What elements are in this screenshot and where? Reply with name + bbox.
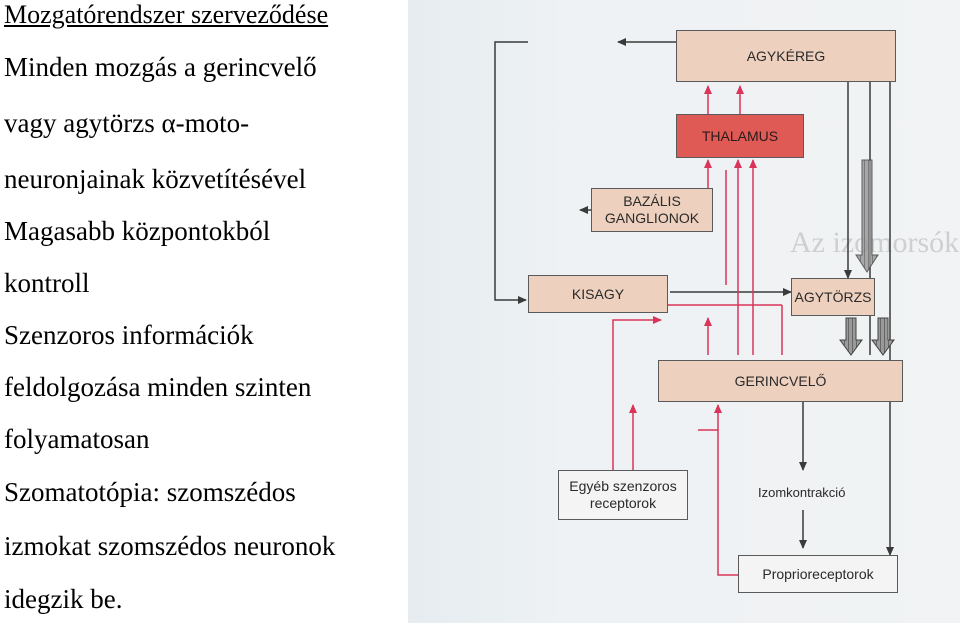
bullet-line-2: vagy agytörzs α-moto- bbox=[4, 108, 250, 138]
bullet-line-5: kontroll bbox=[4, 268, 90, 298]
background-heading: Az izomorsók receptorai bbox=[790, 226, 960, 259]
bullet-line-10: izmokat szomszédos neuronok bbox=[4, 531, 336, 561]
bullet-line-1: Minden mozgás a gerincvelő bbox=[4, 52, 317, 82]
egyeb-line-2: receptorok bbox=[589, 495, 657, 511]
diagram-arrows bbox=[494, 38, 895, 576]
motor-system-diagram: Az izomorsók receptorai bbox=[408, 0, 960, 623]
slide-text: Mozgatórendszer szerveződése Minden mozg… bbox=[0, 0, 405, 623]
bazalis-line-1: BAZÁLIS bbox=[623, 193, 681, 209]
sensory-pathways bbox=[612, 85, 783, 576]
bullet-line-4: Magasabb központokból bbox=[4, 216, 271, 246]
node-izomkontrakcio: Izomkontrakció bbox=[758, 485, 846, 500]
node-gerincvelo: GERINCVELŐ bbox=[658, 360, 903, 402]
bullet-line-6: Szenzoros információk bbox=[4, 320, 254, 350]
motor-pathways bbox=[494, 38, 894, 556]
egyeb-line-1: Egyéb szenzoros bbox=[569, 478, 677, 494]
node-agykereg: AGYKÉREG bbox=[676, 30, 896, 82]
node-egyeb-szenzoros-receptorok: Egyéb szenzoros receptorok bbox=[558, 470, 688, 520]
node-kisagy: KISAGY bbox=[528, 275, 668, 313]
bazalis-line-2: GANGLIONOK bbox=[604, 210, 700, 226]
thick-motor-arrows bbox=[839, 159, 895, 356]
node-proprioreceptorok: Proprioreceptorok bbox=[738, 555, 898, 593]
bullet-line-3: neuronjainak közvetítésével bbox=[4, 164, 307, 194]
node-agytorzs: AGYTÖRZS bbox=[791, 278, 875, 316]
bullet-line-9: Szomatotópia: szomszédos bbox=[4, 477, 296, 507]
node-thalamus: THALAMUS bbox=[676, 114, 804, 158]
bullet-line-11: idegzik be. bbox=[4, 584, 123, 614]
slide-title: Mozgatórendszer szerveződése bbox=[4, 0, 329, 29]
node-bazalis-ganglionok: BAZÁLIS GANGLIONOK bbox=[591, 188, 713, 232]
bullet-line-7: feldolgozása minden szinten bbox=[4, 372, 312, 402]
bullet-line-8: folyamatosan bbox=[4, 424, 150, 454]
